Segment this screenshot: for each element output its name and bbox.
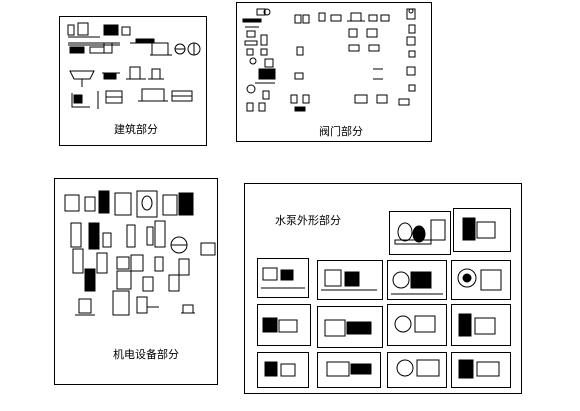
- pump-exterior-label: 水泵外形部分: [275, 214, 341, 227]
- pump-drawing-sheet: [451, 304, 511, 346]
- valve-symbols: [242, 8, 416, 112]
- pump-drawings: [261, 217, 502, 379]
- architecture-label: 建筑部分: [114, 123, 158, 136]
- architecture-panel: 建筑部分: [59, 16, 207, 146]
- architecture-drawings: [67, 22, 201, 109]
- pump-drawing-sheet: [387, 304, 447, 346]
- electromechanical-panel: 机电设备部分: [54, 178, 218, 385]
- equipment-drawings: [64, 190, 216, 316]
- pump-drawing-sheet: [451, 352, 511, 388]
- valves-panel: 阀门部分: [236, 2, 432, 142]
- valves-label: 阀门部分: [319, 125, 363, 138]
- pump-exterior-panel: 水泵外形部分: [244, 183, 522, 394]
- electromechanical-label: 机电设备部分: [113, 348, 179, 361]
